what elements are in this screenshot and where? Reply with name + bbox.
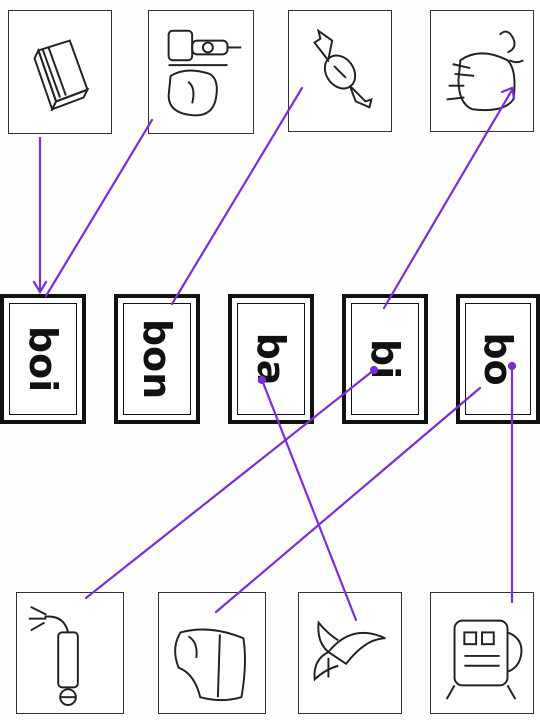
connector-candy-bon bbox=[172, 88, 302, 304]
connector-bo-dot bbox=[509, 363, 515, 369]
connector-bi-dot bbox=[371, 367, 377, 373]
connector-goat-bi bbox=[384, 90, 512, 308]
connector-boiler-boi bbox=[46, 120, 152, 296]
connector-ba-banana bbox=[262, 380, 356, 620]
connector-ba-dot bbox=[259, 377, 265, 383]
connector-bi-faucet bbox=[86, 370, 374, 598]
connector-bo-boot bbox=[216, 388, 480, 612]
